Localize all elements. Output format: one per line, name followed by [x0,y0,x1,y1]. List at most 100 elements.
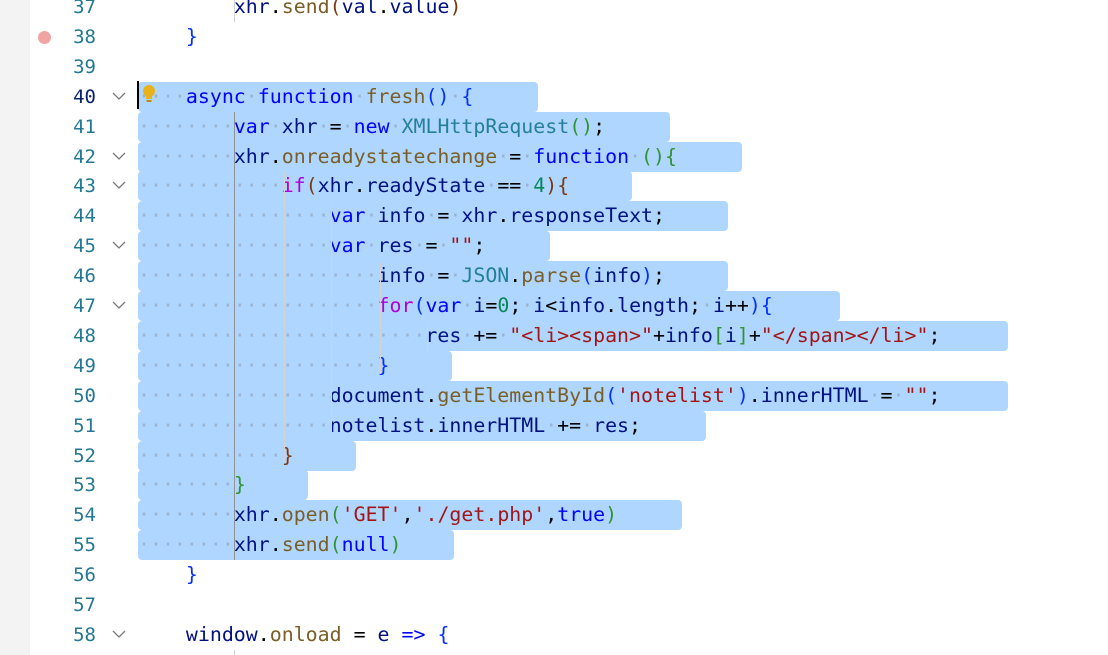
line-number[interactable]: 56 [73,564,96,587]
selection-highlight [138,201,728,232]
code-line[interactable]: 37 xhr.send(val.value) [0,0,1108,22]
code-token: 4 [533,174,546,198]
code-text[interactable]: ························res·+=·"<li><spa… [138,322,940,350]
code-line[interactable]: 39 [0,52,1108,82]
line-number[interactable]: 43 [73,175,96,198]
line-number[interactable]: 47 [73,295,96,317]
code-text[interactable]: } [138,23,198,51]
code-token: e [377,622,390,646]
code-text[interactable]: window.onload = e => { [138,621,450,649]
line-number[interactable]: 40 [73,85,96,108]
fold-chevron-down-icon[interactable] [111,88,127,104]
line-number[interactable]: 54 [73,504,96,527]
code-text[interactable]: ················var·res·=·""; [138,232,485,260]
code-line[interactable]: 48 ························res·+=·"<li><s… [0,320,1108,351]
fold-chevron-down-icon[interactable] [111,626,127,642]
code-line[interactable]: 58 window.onload = e => { [0,620,1108,650]
line-number[interactable]: 46 [73,265,96,288]
code-text[interactable]: ········xhr.onreadystatechange·=·functio… [138,143,677,171]
code-token: . [257,622,270,646]
code-line[interactable]: 51 ················notelist.innerHTML·+=·… [0,410,1108,441]
code-token: xhr [233,144,270,168]
code-token: += [473,323,498,347]
line-number[interactable]: 58 [73,623,96,646]
code-token: for [377,294,414,317]
code-text[interactable]: ········xhr.send(null) [138,531,402,559]
code-token: notelist [329,413,426,437]
code-line[interactable]: 40 ····async·function·fresh()·{ [0,81,1108,112]
code-text[interactable]: ············} [138,442,294,470]
code-token: . [425,413,438,437]
breakpoint-icon[interactable] [38,30,51,44]
indent-guide [284,172,285,462]
code-text[interactable]: ····async·function·fresh()·{ [138,83,473,111]
code-line[interactable]: 47····················for(var·i=0;·i<inf… [0,291,1108,321]
fold-chevron-down-icon[interactable] [111,148,127,164]
indent-guide [380,262,381,374]
code-text[interactable]: ········var·xhr·=·new·XMLHttpRequest(); [138,113,605,141]
code-text[interactable]: ········} [138,471,246,499]
code-text[interactable]: } [138,561,198,589]
code-text[interactable]: xhr.send(val.value) [138,0,462,21]
code-line[interactable]: 44 ················var·info·=·xhr.respons… [0,201,1108,232]
line-number[interactable]: 38 [73,25,96,48]
code-token: window [185,622,258,646]
code-line[interactable]: 54 ········xhr.open('GET','./get.php',tru… [0,500,1108,531]
code-line[interactable]: 45 ················var·res·=·""; [0,231,1108,262]
code-token: ( [329,503,342,527]
code-text[interactable]: ················notelist.innerHTML·+=·re… [138,412,641,440]
line-number[interactable]: 55 [73,534,96,557]
code-text[interactable]: ················var·info·=·xhr.responseT… [138,202,665,230]
code-token: length [617,294,689,317]
line-number[interactable]: 49 [73,354,96,377]
code-token [186,0,234,18]
line-number[interactable]: 48 [73,324,96,347]
lightbulb-icon[interactable] [141,84,157,106]
code-line[interactable]: 55 ········xhr.send(null) [0,530,1108,561]
code-token: } [233,473,246,497]
code-text[interactable]: ····················for(var·i=0;·i<info.… [138,292,773,320]
line-number[interactable]: 52 [73,444,96,467]
line-number[interactable]: 51 [73,414,96,437]
code-line[interactable]: 56 } [0,560,1108,590]
code-line[interactable]: 46 ····················info·=·JSON.parse(… [0,261,1108,292]
code-line[interactable]: 53 ········} [0,470,1108,501]
code-token: · [461,294,474,317]
line-number[interactable]: 57 [73,594,96,616]
code-line[interactable]: 41 ········var·xhr·=·new·XMLHttpRequest()… [0,111,1108,142]
fold-chevron-down-icon[interactable] [111,297,127,313]
line-number[interactable]: 50 [73,384,96,407]
line-number[interactable]: 37 [73,0,96,18]
code-line[interactable]: 49 ····················} [0,350,1108,381]
code-token: ; [593,114,606,138]
line-number[interactable]: 45 [73,235,96,258]
fold-chevron-down-icon[interactable] [111,237,127,253]
code-text[interactable]: ····················info·=·JSON.parse(in… [138,262,665,290]
code-line[interactable]: 43 ············if(xhr.readyState·==·4){ [0,171,1108,202]
code-text[interactable]: ········xhr.open('GET','./get.php',true) [138,501,617,529]
code-line[interactable]: 42········xhr.onreadystatechange·=·funct… [0,141,1108,172]
code-text[interactable]: ····················} [138,352,390,380]
code-line[interactable]: 38 } [0,22,1108,52]
code-token: { [437,622,450,646]
code-text[interactable]: ············if(xhr.readyState·==·4){ [138,172,569,200]
code-token: ; [653,264,666,288]
code-line[interactable]: 50 ················document.getElementByI… [0,380,1108,411]
line-number[interactable]: 44 [73,205,96,228]
line-number[interactable]: 39 [73,55,96,78]
code-token: . [269,144,282,168]
line-number[interactable]: 42 [73,145,96,168]
line-number[interactable]: 53 [73,474,96,497]
code-token: · [629,144,642,168]
code-token: == [497,174,522,198]
selection-highlight [138,141,742,172]
code-line[interactable]: 57 [0,590,1108,620]
code-text[interactable]: ················document.getElementById(… [138,382,940,410]
code-token: () [425,84,450,108]
code-token: xhr [233,503,270,527]
line-number[interactable]: 41 [73,115,96,138]
code-token: innerHTML [760,383,869,407]
code-line[interactable]: 52 ············} [0,440,1108,471]
fold-chevron-down-icon[interactable] [111,177,127,193]
